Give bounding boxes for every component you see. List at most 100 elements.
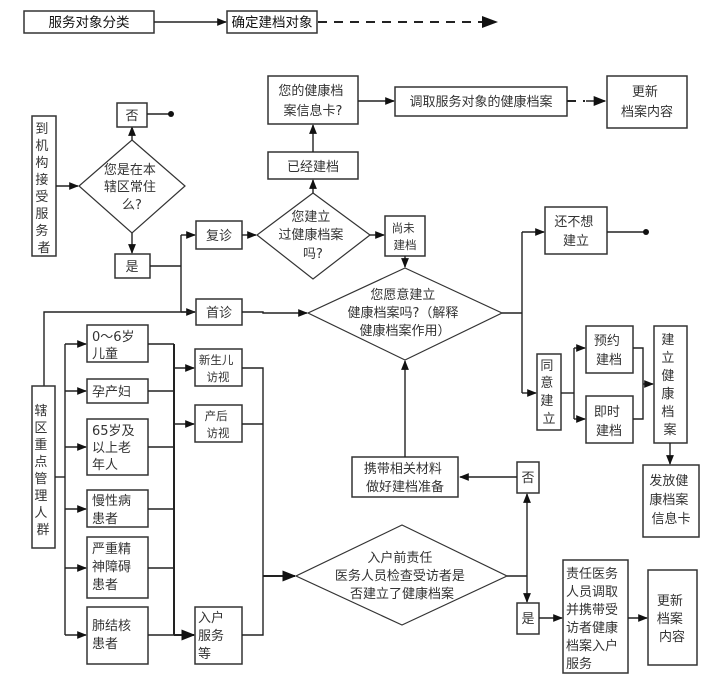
node-text-line: 服务 — [198, 628, 224, 644]
node-not-yet: 还不想 建立 — [544, 206, 608, 255]
end-dot — [643, 229, 649, 235]
node-text-line: 0～6岁 — [92, 330, 135, 345]
svg-text:严重精 神障碍 患者: 严重精 神障碍 患者 — [92, 541, 135, 593]
node-text-line: 重 — [34, 437, 47, 453]
node-resident-question: 您是在本 辖区常住 么? — [78, 139, 186, 234]
node-build-record: 建 立 健 康 档 案 — [653, 325, 688, 444]
node-text-line: 建档 — [596, 424, 622, 439]
node-text-line: 即时 — [594, 405, 620, 420]
node-text-line: 吗? — [303, 247, 323, 262]
node-text-line: 档案 — [657, 612, 683, 627]
node-text-line: 健 — [661, 369, 674, 384]
node-agree: 同 意 建 立 — [536, 353, 562, 431]
svg-text:是: 是 — [521, 612, 534, 627]
node-staff-bring: 责任医务 人员调取 并携带受 访者健康 档案入户 服务 — [562, 559, 629, 674]
node-prepare: 携带相关材料 做好建档准备 — [351, 456, 459, 498]
node-revisit: 复诊 — [195, 220, 243, 250]
node-text-line: 档案内容 — [621, 104, 673, 120]
node-text-line: 理 — [34, 489, 47, 504]
node-text-line: 您是在本 — [104, 162, 156, 178]
svg-text:孕产妇: 孕产妇 — [92, 384, 131, 400]
header-dashed-arrowhead — [482, 16, 498, 28]
node-home-question: 入户前责任 医务人员检查受访者是 否建立了健康档案 — [294, 524, 509, 626]
node-text-line: 到 — [35, 122, 48, 137]
edge-key-groups-first-visit — [43, 311, 195, 386]
node-text-line: 访视 — [207, 370, 230, 384]
svg-text:您的健康档 案信息卡?: 您的健康档 案信息卡? — [278, 83, 347, 119]
node-text-line: 患者 — [92, 578, 118, 593]
svg-text:入户前责任 医务人员检查受访者是 否: 入户前责任 医务人员检查受访者是 否建立了健康档案 — [335, 550, 469, 602]
node-record-question: 您建立 过健康档案 吗? — [256, 192, 371, 280]
node-text-line: 立 — [542, 412, 555, 427]
node-update-top: 更新 档案内容 — [606, 75, 688, 129]
node-text-line: 人员调取 — [566, 585, 618, 600]
svg-text:同 意 建 立: 同 意 建 立 — [540, 359, 557, 427]
node-home-yes: 是 — [516, 602, 540, 635]
node-retrieve-record: 调取服务对象的健康档案 — [394, 86, 568, 117]
svg-text:新生儿 访视: 新生儿 访视 — [199, 353, 237, 384]
node-text-line: 建 — [661, 333, 674, 348]
svg-text:肺结核 患者: 肺结核 患者 — [92, 619, 135, 652]
node-immediate: 即时 建档 — [585, 395, 634, 444]
node-text-line: 康 — [661, 386, 674, 402]
svg-text:0～6岁 儿童: 0～6岁 儿童 — [92, 330, 139, 362]
svg-text:携带相关材料 做好建档准备: 携带相关材料 做好建档准备 — [364, 461, 446, 495]
node-elderly: 65岁及 以上老 年人 — [86, 418, 149, 476]
node-text-line: 尚未 — [392, 221, 415, 235]
node-text-line: 严重精 — [92, 541, 131, 557]
node-text-line: 服 — [35, 207, 48, 222]
node-text-line: 您的健康档 — [278, 83, 343, 99]
svg-text:否: 否 — [125, 109, 138, 124]
node-text-line: 还不想 — [554, 214, 593, 230]
node-text-line: 过健康档案 — [278, 227, 343, 243]
node-children: 0～6岁 儿童 — [86, 324, 149, 363]
node-text-line: 慢性病 — [92, 493, 131, 509]
svg-text:即时 建档: 即时 建档 — [594, 405, 624, 439]
node-text-line: 人 — [34, 506, 47, 521]
node-tb: 肺结核 患者 — [86, 606, 149, 665]
node-text-line: 建 — [540, 394, 553, 409]
node-chronic: 慢性病 患者 — [86, 489, 149, 528]
node-text-line: 内容 — [659, 629, 685, 645]
node-text-line: 建立 — [563, 234, 589, 249]
svg-text:辖 区 重 点: 辖 区 重 点 管 理 人 群 — [34, 403, 51, 538]
svg-text:是: 是 — [125, 260, 138, 275]
node-text-line: 机 — [35, 139, 48, 154]
node-text-line: 患者 — [92, 637, 118, 652]
svg-text:还不想 建立: 还不想 建立 — [554, 214, 597, 249]
node-update-bottom: 更新 档案 内容 — [647, 569, 698, 666]
node-text-line: 案 — [663, 423, 676, 438]
node-text-line: 医务人员检查受访者是 — [335, 568, 465, 584]
node-text-line: 意 — [540, 375, 553, 391]
node-card-question: 您的健康档 案信息卡? — [267, 75, 359, 125]
node-visitor-text: 到 机 构 接 受 服 务 者 — [35, 122, 52, 256]
svg-text:复诊: 复诊 — [206, 229, 232, 244]
svg-text:您愿意建立 健康档案吗?（解释 健康: 您愿意建立 健康档案吗?（解释 健康档案作用） — [347, 287, 462, 339]
svg-text:已经建档: 已经建档 — [287, 160, 339, 175]
node-pregnant: 孕产妇 — [86, 378, 149, 404]
node-not-recorded: 尚未 建档 — [384, 215, 426, 257]
node-text-line: 您愿意建立 — [370, 287, 435, 303]
node-text-line: 以上老 — [92, 441, 131, 456]
node-resident-yes: 是 — [114, 253, 151, 279]
svg-text:慢性病 患者: 慢性病 患者 — [92, 493, 135, 527]
svg-text:调取服务对象的健康档案: 调取服务对象的健康档案 — [409, 94, 552, 110]
svg-text:责任医务 人员调取 并携带受: 责任医务 人员调取 并携带受 访者健康 档案入户 服务 — [566, 566, 622, 672]
node-text-line: 访视 — [207, 426, 230, 440]
node-text-line: 管 — [34, 472, 47, 487]
node-text-line: 患者 — [92, 512, 118, 527]
node-home-service: 入户 服务 等 — [194, 606, 243, 665]
svg-text:发放健 康档案 信息卡: 发放健 康档案 信息卡 — [649, 473, 692, 527]
node-visitor: 到 机 构 接 受 服 务 者 — [31, 115, 57, 257]
node-text-line: 么? — [122, 198, 142, 213]
svg-text:更新 档案 内容: 更新 档案 内容 — [657, 593, 687, 645]
node-text-line: 服务 — [566, 656, 592, 672]
svg-text:否: 否 — [521, 471, 534, 486]
node-text-line: 携带相关材料 — [364, 461, 442, 477]
header-step-determine: 确定建档对象 — [226, 10, 318, 34]
node-text-line: 档 — [661, 405, 674, 420]
svg-text:预约 建档: 预约 建档 — [594, 334, 624, 368]
svg-text:尚未 建档: 尚未 建档 — [392, 221, 419, 252]
node-already-recorded: 已经建档 — [267, 151, 359, 180]
